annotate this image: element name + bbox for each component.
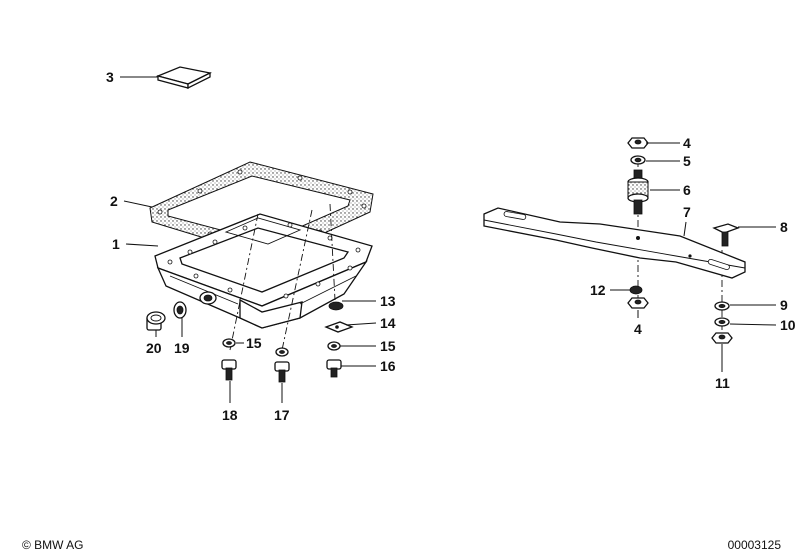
callout-6: 6 (683, 182, 691, 198)
part-4-nut-bottom (627, 297, 649, 309)
part-20-drain-plug (146, 311, 166, 331)
callout-4-bottom: 4 (634, 321, 642, 337)
callout-2: 2 (110, 193, 118, 209)
callout-13: 13 (380, 293, 396, 309)
part-15-washer-right (327, 341, 341, 351)
callout-11: 11 (715, 375, 730, 391)
part-6-rubber-mount (627, 169, 649, 215)
callout-20: 20 (146, 340, 162, 356)
part-4-nut-top (627, 137, 649, 149)
callout-19: 19 (174, 340, 190, 356)
diagram-id: 00003125 (727, 538, 781, 552)
part-13-washer (328, 301, 344, 311)
part-18-bolt (221, 359, 237, 381)
callout-18: 18 (222, 407, 238, 423)
callout-8: 8 (780, 219, 788, 235)
part-8-bolt (712, 223, 740, 247)
part-9-washer (714, 301, 730, 311)
callout-17: 17 (274, 407, 290, 423)
part-17-bolt (274, 361, 290, 383)
callout-9: 9 (780, 297, 788, 313)
callout-12: 12 (590, 282, 606, 298)
callout-15-right: 15 (380, 338, 396, 354)
part-14-bracket (324, 321, 354, 333)
callout-1: 1 (112, 236, 120, 252)
part-15-washer-left (222, 338, 289, 357)
part-7-crossmember (483, 207, 746, 279)
callout-15-left: 15 (246, 335, 262, 351)
leader-lines (120, 76, 777, 403)
part-5-washer (630, 155, 646, 165)
callout-3: 3 (106, 69, 114, 85)
part-3-pad (155, 66, 212, 90)
part-10-washer (714, 317, 730, 327)
part-12-washer (629, 285, 643, 295)
part-11-nut (711, 332, 733, 344)
part-19-sealing-ring (173, 301, 187, 319)
callout-16: 16 (380, 358, 396, 374)
callout-4-top: 4 (683, 135, 691, 151)
callout-10: 10 (780, 317, 796, 333)
copyright-text: © BMW AG (22, 538, 84, 552)
callout-5: 5 (683, 153, 691, 169)
part-1-oil-pan (154, 213, 373, 329)
callout-labels: 3 2 1 20 19 13 14 15 16 15 18 17 4 5 6 7… (106, 69, 796, 423)
callout-14: 14 (380, 315, 396, 331)
part-16-bolt (326, 359, 342, 378)
callout-7: 7 (683, 204, 691, 220)
